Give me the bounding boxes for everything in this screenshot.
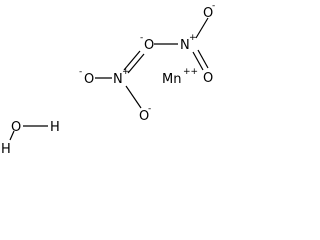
n2-nitrogen-charge: +	[122, 67, 130, 77]
n1-oxygen-left: O	[144, 38, 154, 53]
chemical-structure-diagram: O - N + O - O N + O - O - O Mn ++ O H H	[0, 0, 219, 157]
bond-n2-o-upper-a	[123, 50, 141, 71]
bond-water-o-h2	[9, 130, 15, 141]
n2-oxygen-bottom: O	[139, 109, 149, 124]
bond-n1-o-lower-b	[197, 49, 209, 69]
water-hydrogen-bottom: H	[1, 142, 11, 157]
structure-canvas: O - N + O - O N + O - O - O Mn ++ O H H	[1, 1, 215, 157]
n1-oxygen-double: O	[203, 71, 213, 86]
n1-oxygen-top-charge: -	[212, 1, 215, 11]
bond-n1-o-upper	[195, 17, 209, 39]
n1-nitrogen-charge: +	[189, 33, 197, 43]
n2-oxygen-left-charge: -	[79, 67, 82, 77]
n2-nitrogen: N	[113, 72, 123, 87]
n1-oxygen-left-charge: -	[140, 33, 143, 43]
n2-oxygen-left: O	[84, 72, 94, 87]
n2-oxygen-bottom-charge: -	[148, 104, 151, 114]
water-oxygen: O	[11, 120, 21, 135]
bond-n1-o-lower-a	[192, 51, 204, 71]
water-hydrogen-right: H	[50, 120, 60, 135]
bond-n2-o-upper-b	[127, 53, 145, 74]
bond-n2-o-lower	[125, 85, 142, 109]
manganese-symbol: Mn	[162, 72, 181, 87]
n1-nitrogen: N	[180, 38, 190, 53]
n1-oxygen-top: O	[203, 6, 213, 21]
manganese-charge: ++	[183, 67, 198, 77]
